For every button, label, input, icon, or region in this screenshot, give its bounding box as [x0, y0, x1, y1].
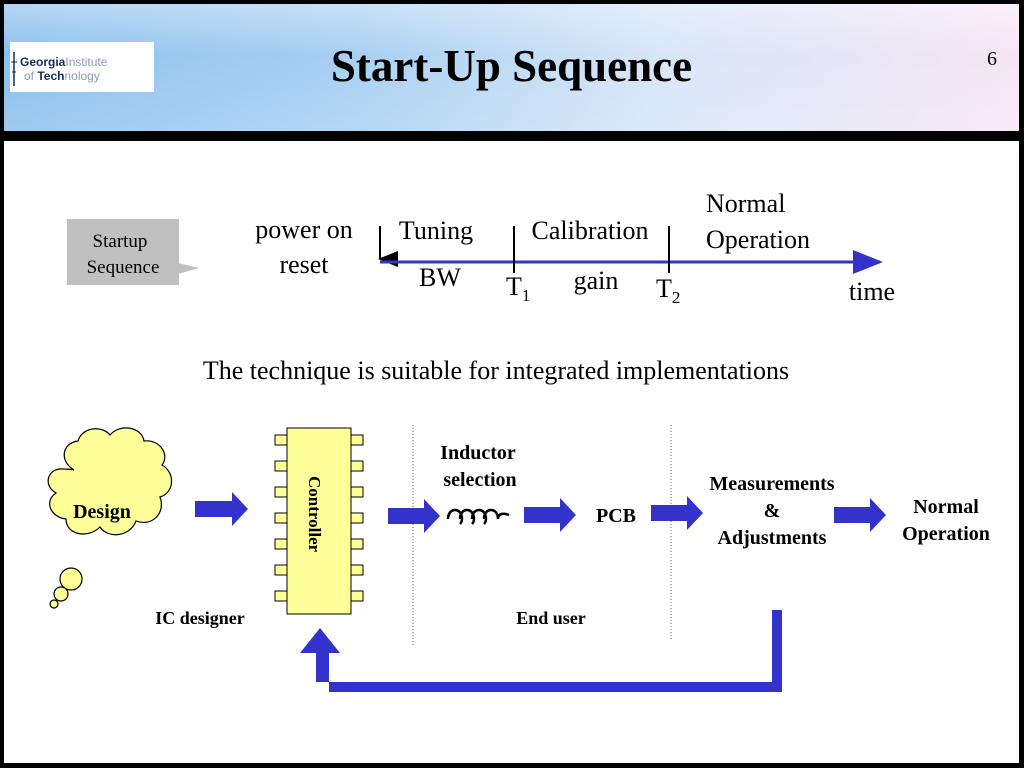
gain-label: gain	[574, 266, 619, 295]
measurements-label-line2: &	[764, 500, 781, 522]
startup-box-line1: Startup	[93, 231, 148, 252]
timeline-normal-line1: Normal	[706, 189, 785, 218]
logo-graphic: GeorgiaInstitute of Technology	[11, 52, 108, 86]
slide-content: Startup Sequence power on reset Tuning B…	[4, 141, 1019, 763]
diagram-canvas: Startup Sequence power on reset Tuning B…	[47, 189, 990, 692]
logo-line1: GeorgiaInstitute	[20, 55, 108, 69]
design-label: Design	[73, 501, 131, 523]
measurements-label-line1: Measurements	[709, 473, 834, 495]
t2-label: T2	[656, 274, 680, 307]
arrow-measurements-to-normal	[834, 498, 886, 532]
power-on-label: power on	[255, 215, 352, 244]
statement-text: The technique is suitable for integrated…	[203, 356, 789, 385]
slide-title: Start-Up Sequence	[330, 41, 693, 91]
bw-label: BW	[419, 263, 461, 292]
arrow-design-to-controller	[195, 492, 248, 526]
inductor-coil-icon	[446, 508, 510, 525]
arrow-inductor-to-pcb	[524, 498, 576, 532]
flow-normal-line2: Operation	[902, 523, 990, 545]
page-number: 6	[987, 48, 997, 70]
pcb-label: PCB	[596, 505, 636, 527]
header-gradient	[4, 4, 1019, 131]
inductor-label-line1: Inductor	[440, 442, 516, 464]
tuning-label: Tuning	[399, 216, 473, 245]
reset-label: reset	[279, 250, 329, 279]
time-label: time	[849, 277, 895, 306]
timeline-normal-line2: Operation	[706, 225, 810, 254]
georgia-tech-logo: GeorgiaInstitute of Technology	[10, 42, 154, 92]
flow-normal-line1: Normal	[913, 496, 979, 518]
logo-line2: of Technology	[24, 69, 100, 83]
controller-label: Controller	[305, 476, 324, 553]
end-user-label: End user	[516, 608, 586, 628]
design-thought-cloud-icon	[47, 427, 173, 609]
ic-designer-label: IC designer	[155, 608, 245, 628]
t1-label: T1	[506, 272, 530, 305]
logo-tower-icon	[11, 52, 17, 86]
startup-box-line2: Sequence	[87, 257, 160, 278]
controller-chip-icon	[274, 427, 364, 615]
feedback-arrow	[300, 610, 782, 692]
calibration-label: Calibration	[532, 216, 649, 245]
arrow-pcb-to-measurements	[651, 496, 703, 530]
measurements-label-line3: Adjustments	[718, 527, 827, 549]
slide-header: GeorgiaInstitute of Technology Start-Up …	[4, 4, 1019, 131]
arrow-controller-to-inductor	[388, 499, 440, 533]
startup-sequence-box: Startup Sequence	[67, 219, 199, 285]
inductor-label-line2: selection	[443, 469, 516, 491]
